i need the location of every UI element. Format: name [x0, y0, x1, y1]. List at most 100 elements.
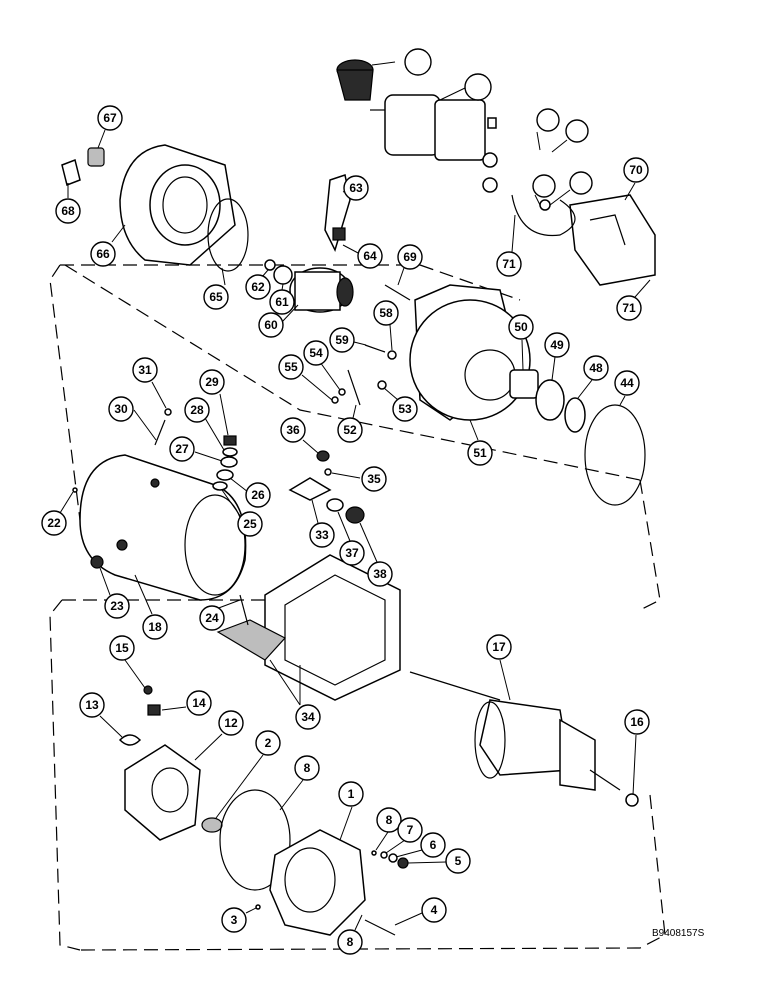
washer-part-3	[255, 904, 261, 910]
callout-7: 7	[385, 817, 423, 854]
svg-text:53: 53	[398, 402, 412, 416]
callout-52: 58	[373, 300, 399, 351]
washer-part-41	[564, 397, 586, 433]
svg-text:60: 60	[264, 318, 278, 332]
callout-38: 37	[337, 511, 365, 566]
callout-41: 48	[577, 355, 609, 399]
svg-text:64: 64	[363, 249, 377, 263]
svg-text:18: 18	[148, 620, 162, 634]
o-ring-part-49	[377, 380, 387, 390]
callout-4: 4	[394, 897, 447, 926]
callout-50: 54	[303, 340, 341, 391]
svg-text:8: 8	[386, 813, 393, 827]
svg-text:71: 71	[622, 301, 636, 315]
svg-text:1: 1	[348, 787, 355, 801]
callout-30: 28	[184, 397, 225, 451]
svg-text:12: 12	[224, 716, 238, 730]
callout-35: 33	[309, 499, 335, 548]
washer-part-7	[380, 851, 388, 859]
washer-part-52	[387, 350, 397, 360]
nut-part-5	[397, 857, 409, 869]
callout-68	[439, 73, 492, 101]
o-ring-part-40	[584, 404, 646, 506]
svg-text:48: 48	[589, 361, 603, 375]
callout-70	[371, 48, 432, 76]
callout-37: 36	[280, 417, 319, 454]
callout-36: 35	[331, 466, 387, 492]
ring-part-43	[535, 379, 565, 421]
washer-part-6	[388, 853, 398, 863]
callout-40: 44	[614, 370, 640, 406]
svg-text:36: 36	[286, 423, 300, 437]
upper-group-outline	[49, 264, 661, 611]
callout-16: 15	[109, 635, 146, 689]
wire-part-69	[511, 194, 576, 237]
washer-part-58	[264, 259, 276, 271]
svg-text:44: 44	[620, 376, 634, 390]
callout-66: 70	[623, 157, 649, 201]
o-ring-part-12	[219, 789, 291, 891]
callout-24: 23	[99, 567, 130, 619]
svg-text:34: 34	[301, 710, 315, 724]
washer-part-36	[324, 468, 332, 476]
callout-3: 3	[221, 907, 257, 933]
svg-text:70: 70	[629, 163, 643, 177]
svg-text:16: 16	[630, 715, 644, 729]
callout-22: 18	[134, 574, 168, 640]
svg-text:17: 17	[492, 640, 506, 654]
svg-text:65: 65	[209, 290, 223, 304]
callout-31: 29	[199, 369, 229, 436]
callout-72	[551, 119, 589, 153]
bolt-part-64	[61, 158, 81, 187]
callout-27: 25	[221, 489, 263, 537]
svg-text:2: 2	[265, 736, 272, 750]
callout-61: 65	[203, 267, 229, 310]
callout-60: 64	[342, 243, 383, 269]
solenoid-part-68	[370, 94, 498, 193]
nut-part-31	[223, 435, 237, 446]
callout-53: 59	[329, 327, 367, 353]
svg-text:38: 38	[373, 567, 387, 581]
brush-lead-part-35	[288, 477, 332, 501]
svg-text:15: 15	[115, 641, 129, 655]
callout-62: 66	[90, 224, 126, 267]
svg-text:23: 23	[110, 599, 124, 613]
callout-42: 51	[467, 419, 493, 466]
svg-text:58: 58	[379, 306, 393, 320]
bushing-part-2	[201, 817, 223, 833]
bolt-part-4	[364, 919, 396, 936]
callout-14: 13	[79, 692, 123, 738]
callout-33: 30	[108, 396, 157, 441]
svg-text:7: 7	[407, 823, 414, 837]
screw-part-24	[90, 555, 104, 569]
insulator-part-27	[212, 481, 228, 491]
callout-15: 14	[161, 690, 212, 716]
svg-text:14: 14	[192, 696, 206, 710]
svg-text:67: 67	[103, 111, 117, 125]
svg-text:71: 71	[502, 257, 516, 271]
stud-part-33	[154, 419, 166, 446]
pin-part-60	[332, 227, 346, 241]
svg-text:6: 6	[430, 838, 437, 852]
upper-dashed-right	[64, 264, 641, 481]
brush-part-15	[147, 704, 161, 716]
callout-71b	[532, 174, 556, 206]
drawing-code: B9408157S	[652, 928, 705, 939]
svg-text:69: 69	[403, 250, 417, 264]
callout-23: 22	[41, 491, 74, 536]
brush-holder-part-13	[124, 744, 201, 841]
pole-screw-part-26	[239, 594, 249, 626]
bolt-part-65	[384, 284, 411, 301]
callout-12: 8	[279, 755, 320, 811]
bearing-part-44	[509, 369, 539, 399]
stud-part-48	[347, 369, 361, 406]
drive-housing-part-62	[119, 144, 236, 266]
housing-part-42	[409, 284, 531, 421]
nut-part-39	[345, 506, 365, 524]
svg-text:3: 3	[231, 913, 238, 927]
svg-text:29: 29	[205, 375, 219, 389]
bolt-part-53	[364, 344, 386, 353]
callout-26: 24	[199, 599, 241, 631]
callout-48: 52	[337, 404, 363, 443]
callout-1: 1	[338, 781, 364, 841]
